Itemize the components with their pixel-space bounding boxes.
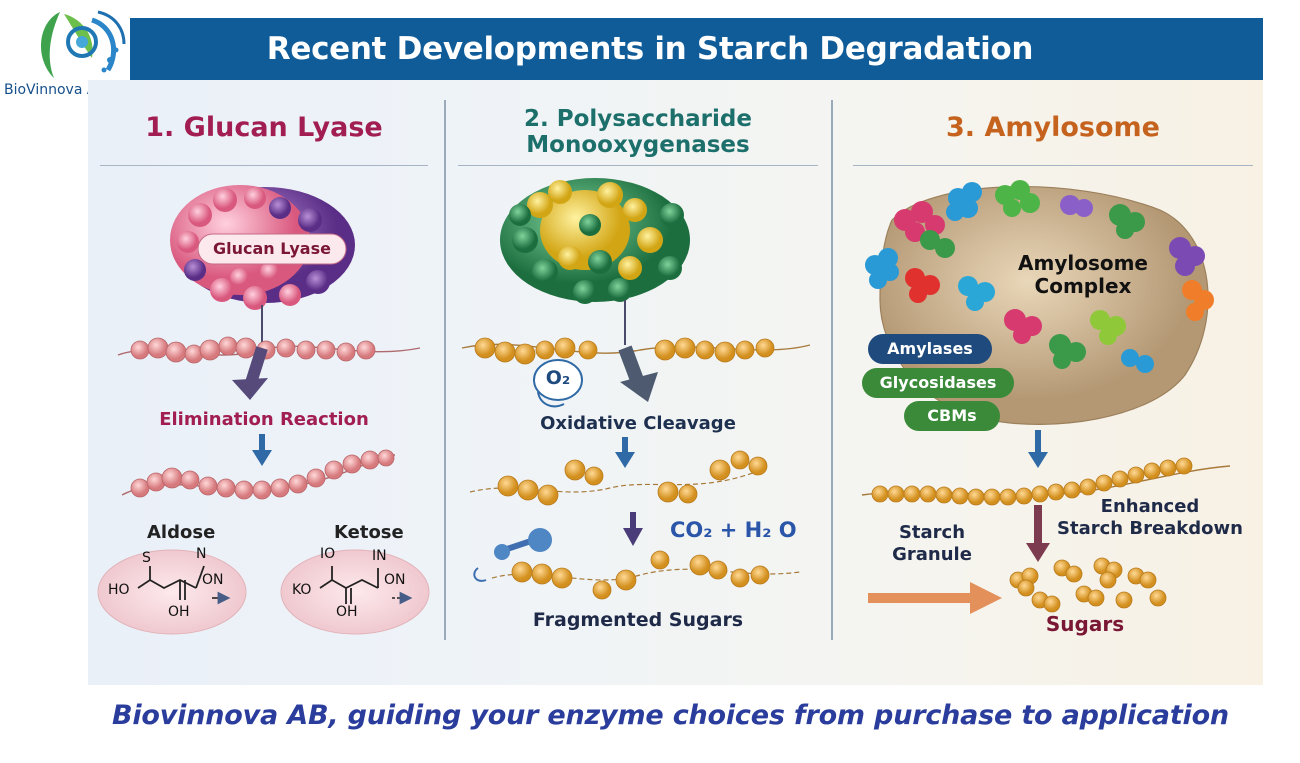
aldose-right-atom: ON [202, 572, 224, 588]
breakdown-line1: Enhanced [1052, 496, 1248, 518]
granule-line2: Granule [880, 544, 984, 566]
panel3-heading: 3. Amylosome [853, 112, 1253, 143]
oxidative-cleavage-label: Oxidative Cleavage [458, 413, 818, 434]
panel1-heading: 1. Glucan Lyase [100, 112, 428, 143]
aldose-left-atom: HO [108, 582, 130, 598]
panel2-heading-line2: Monooxygenases [458, 132, 818, 158]
aldose-top-atom: S [142, 550, 151, 566]
aldose-bottom-atom: OH [168, 604, 190, 620]
aldose-n-atom: N [196, 546, 206, 562]
starch-chain-5 [492, 551, 800, 599]
o2-label: O₂ [538, 367, 578, 389]
starch-granule-label: Starch Granule [880, 522, 984, 566]
ketose-bottom-atom: OH [336, 604, 358, 620]
panel2-heading: 2. Polysaccharide Monooxygenases [458, 106, 818, 158]
ketose-n-atom: IN [372, 548, 387, 564]
panel2-heading-line1: 2. Polysaccharide [458, 106, 818, 132]
starch-chain-4 [470, 451, 767, 505]
breakdown-line2: Starch Breakdown [1052, 518, 1248, 540]
fragmented-sugars-label: Fragmented Sugars [458, 609, 818, 631]
cbms-tag-label: CBMs [904, 401, 1000, 431]
elimination-reaction-label: Elimination Reaction [100, 409, 428, 430]
ketose-top-atom: IO [320, 546, 335, 562]
amylosome-complex-label: Amylosome Complex [1008, 252, 1158, 298]
amylases-tag-label: Amylases [868, 334, 992, 364]
glycosidases-tag-label: Glycosidases [862, 368, 1014, 398]
sugar-fragments [1010, 558, 1166, 612]
aldose-label: Aldose [147, 522, 215, 543]
lpmo-protein [500, 178, 690, 304]
complex-line2: Complex [1008, 275, 1158, 298]
starch-chain-1 [118, 337, 420, 363]
ketose-label: Ketose [334, 522, 404, 543]
ketose-left-atom: KO [292, 582, 311, 598]
glucan-lyase-label: Glucan Lyase [198, 234, 346, 264]
ketose-right-atom: ON [384, 572, 406, 588]
complex-line1: Amylosome [1008, 252, 1158, 275]
tagline: Biovinnova AB, guiding your enzyme choic… [112, 700, 1229, 731]
enhanced-breakdown-label: Enhanced Starch Breakdown [1052, 496, 1248, 540]
granule-line1: Starch [880, 522, 984, 544]
co2-h2o-label: CO₂ + H₂ O [670, 518, 797, 542]
sugars-label: Sugars [1030, 612, 1140, 636]
